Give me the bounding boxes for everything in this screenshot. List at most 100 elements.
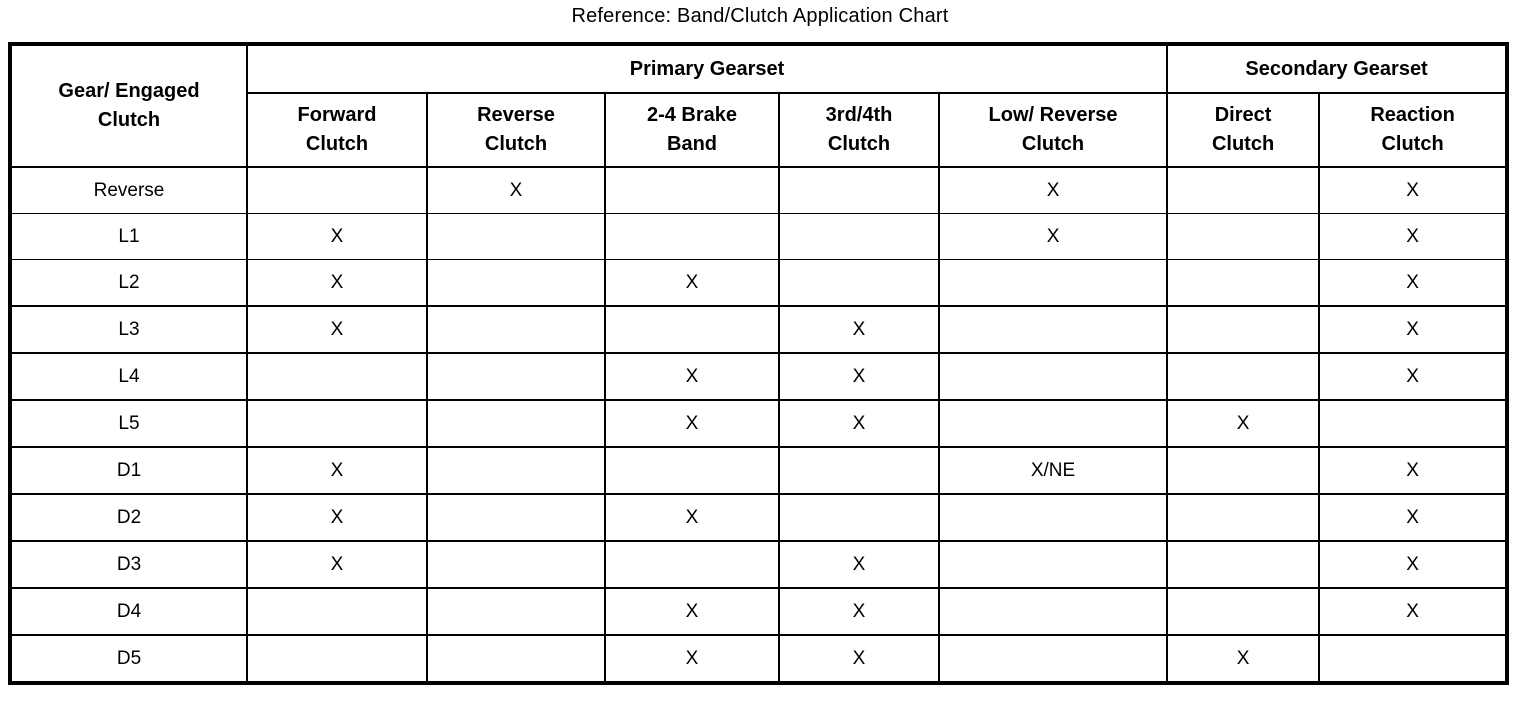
application-cell: [1166, 588, 1321, 636]
application-cell: [778, 259, 940, 307]
application-cell: X: [778, 588, 940, 636]
application-cell: [604, 213, 780, 260]
column-header-line1: Reverse: [477, 104, 555, 126]
application-cell: X: [604, 400, 780, 448]
gear-label-cell: D3: [9, 541, 248, 589]
application-cell: [937, 541, 1169, 589]
column-header-line2: Clutch: [1381, 133, 1444, 155]
gear-label-cell: L1: [9, 213, 248, 260]
application-cell: X: [778, 541, 940, 589]
application-cell: X: [778, 635, 940, 684]
application-cell: [426, 400, 606, 448]
application-cell: X: [604, 635, 780, 684]
application-cell: [426, 306, 606, 354]
application-cell: [1166, 353, 1321, 401]
corner-header-line1: Gear/ Engaged: [58, 80, 200, 102]
column-header-line1: Forward: [297, 104, 377, 126]
application-cell: [937, 635, 1169, 684]
page-title: Reference: Band/Clutch Application Chart: [571, 5, 949, 27]
application-cell: [1318, 400, 1509, 448]
application-cell: X: [778, 306, 940, 354]
application-cell: X: [1318, 494, 1509, 542]
column-header-line1: 2-4 Brake: [646, 104, 738, 126]
application-cell: X: [1318, 213, 1509, 260]
group-header-row: Gear/ Engaged Clutch Primary Gearset Sec…: [9, 43, 1509, 168]
application-cell: [1166, 259, 1321, 307]
gear-label-cell: L4: [9, 353, 248, 401]
application-cell: [426, 635, 606, 684]
gear-label-cell: L2: [9, 259, 248, 307]
application-cell: [1166, 447, 1321, 495]
application-cell: X: [937, 213, 1169, 260]
application-cell: [246, 167, 428, 214]
gear-label-cell: D1: [9, 447, 248, 495]
application-cell: [937, 353, 1169, 401]
application-cell: X: [1318, 541, 1509, 589]
application-cell: [778, 167, 940, 214]
column-header-line1: Low/ Reverse: [988, 104, 1118, 126]
gear-label-cell: L3: [9, 306, 248, 354]
application-cell: [426, 494, 606, 542]
column-header-line1: 3rd/4th: [825, 104, 893, 126]
application-cell: X: [246, 447, 428, 495]
application-cell: [937, 400, 1169, 448]
application-cell: [1166, 167, 1321, 214]
column-header-line1: Direct: [1214, 104, 1272, 126]
application-cell: X: [1318, 259, 1509, 307]
application-cell: [604, 167, 780, 214]
application-cell: [1166, 306, 1321, 354]
group-header-secondary-gearset: Secondary Gearset: [1166, 43, 1509, 94]
application-cell: X: [246, 494, 428, 542]
column-header-line2: Clutch: [484, 133, 548, 155]
application-cell: X: [1166, 635, 1321, 684]
application-cell: X: [246, 541, 428, 589]
column-header-line2: Clutch: [827, 133, 891, 155]
application-cell: [937, 494, 1169, 542]
application-cell: [1166, 494, 1321, 542]
application-cell: [778, 213, 940, 260]
gear-label-cell: L5: [9, 400, 248, 448]
application-cell: [778, 494, 940, 542]
gear-label-cell: D2: [9, 494, 248, 542]
application-cell: X: [1318, 353, 1509, 401]
application-cell: X: [937, 167, 1169, 214]
application-cell: X: [1318, 306, 1509, 354]
application-cell: X: [246, 259, 428, 307]
application-cell: [604, 541, 780, 589]
application-cell: X: [1318, 588, 1509, 636]
application-cell: [246, 588, 428, 636]
application-cell: X: [246, 306, 428, 354]
application-cell: [426, 447, 606, 495]
gear-label-cell: D5: [9, 635, 248, 684]
application-cell: [426, 213, 606, 260]
application-cell: [1166, 541, 1321, 589]
application-cell: X/NE: [937, 447, 1169, 495]
application-cell: [246, 635, 428, 684]
column-header-line1: Reaction: [1370, 104, 1455, 126]
application-cell: X: [1318, 447, 1509, 495]
corner-header-line2: Clutch: [97, 109, 161, 131]
application-cell: [1166, 213, 1321, 260]
column-header-line2: Clutch: [1021, 133, 1085, 155]
group-header-primary-gearset: Primary Gearset: [245, 43, 1169, 94]
application-cell: [778, 447, 940, 495]
band-clutch-application-table: Gear/ Engaged Clutch Primary Gearset Sec…: [8, 42, 1510, 685]
application-cell: [1318, 635, 1509, 684]
application-cell: [937, 588, 1169, 636]
